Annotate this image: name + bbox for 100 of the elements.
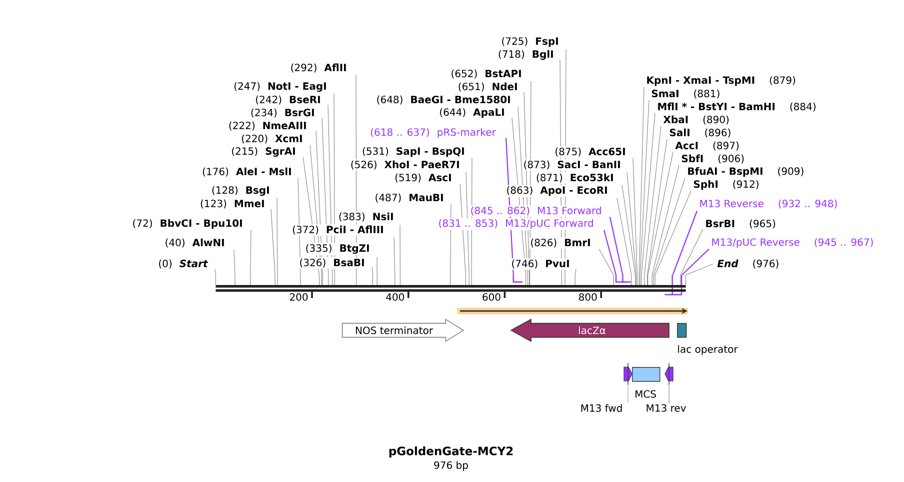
primer-site-label: (618 .. 637) pRS-marker xyxy=(370,128,496,138)
enzyme-site-label: (651) NdeI xyxy=(458,82,517,92)
enzyme-site-label: (128) BsgI xyxy=(212,186,269,196)
leader-line xyxy=(686,264,714,286)
reading-frame-bar xyxy=(457,308,688,314)
enzyme-site-label: (873) SacI - BanII xyxy=(524,160,620,170)
leader-line xyxy=(574,268,576,286)
leader-line xyxy=(644,126,662,286)
enzyme-site-label: SphI (912) xyxy=(694,180,758,190)
enzyme-site-label: (519) AscI xyxy=(395,174,451,182)
leader-line xyxy=(250,230,252,286)
scale-number: 400 xyxy=(386,293,404,301)
primer-site-bracket xyxy=(512,275,522,283)
enzyme-site-label: (531) SapI - BspQI xyxy=(362,147,464,157)
leader-line xyxy=(298,178,301,286)
leader-line xyxy=(638,86,644,286)
leader-line xyxy=(334,92,335,286)
feature-box xyxy=(632,367,660,382)
enzyme-site-label: (383) NsiI xyxy=(339,212,393,222)
leader-line xyxy=(672,210,698,276)
enzyme-site-label: (648) BaeGI - Bme1580I xyxy=(377,96,510,104)
leader-line xyxy=(270,208,276,286)
leader-line xyxy=(598,248,614,286)
primer-marker xyxy=(664,362,674,386)
enzyme-site-label: (372) PciI - AflIII xyxy=(292,226,383,234)
leader-line xyxy=(505,138,514,276)
primer-site-label: M13 Reverse (932 .. 948) xyxy=(700,200,837,208)
enzyme-site-label: (487) MauBI xyxy=(376,194,443,202)
enzyme-site-label: (875) Acc65I xyxy=(556,148,625,156)
leader-line xyxy=(682,248,710,276)
primer-site-label: (831 .. 853) M13/pUC Forward xyxy=(439,219,593,229)
primer-site-label: M13/pUC Reverse (945 .. 967) xyxy=(712,238,873,248)
leader-line xyxy=(622,184,636,286)
leader-line xyxy=(641,112,656,286)
leader-line xyxy=(471,158,472,286)
enzyme-site-label: MflI * - BstYI - BamHI (884) xyxy=(658,102,816,112)
primer-site-bracket xyxy=(671,275,682,296)
sequence-backbone xyxy=(216,285,686,292)
primer-site-label: (845 .. 862) M13 Forward xyxy=(471,206,601,216)
leader-line xyxy=(648,152,674,286)
enzyme-site-label: (863) ApoI - EcoRI xyxy=(507,186,607,196)
enzyme-site-label: (72) BbvCI - Bpu10I xyxy=(133,219,242,229)
enzyme-site-label: (746) PvuI xyxy=(512,260,569,268)
enzyme-site-label: XbaI (890) xyxy=(663,116,729,124)
enzyme-site-label: BfuAI - BspMI (909) xyxy=(688,167,804,177)
scale-number: 800 xyxy=(579,293,597,301)
feature-label: lac operator xyxy=(678,345,738,355)
leader-line xyxy=(310,144,322,286)
leader-line xyxy=(450,204,452,286)
enzyme-site-label: (40) AlwNI xyxy=(166,238,224,248)
enzyme-site-label: (335) BtgZI xyxy=(306,244,369,254)
scale-number: 200 xyxy=(290,293,308,301)
enzyme-site-label: (123) MmeI xyxy=(200,200,264,208)
leader-line xyxy=(518,106,528,286)
enzyme-site-label: (220) XcmI xyxy=(242,134,302,144)
enzyme-site-label: KpnI - XmaI - TspMI (879) xyxy=(647,76,796,86)
enzyme-site-label: (326) BsaBI xyxy=(300,258,364,268)
leader-line xyxy=(276,198,278,286)
sequence-end-label: End (976) xyxy=(717,260,778,268)
feature-label: MCS xyxy=(636,390,656,398)
leader-line xyxy=(654,190,692,286)
leader-line xyxy=(560,60,562,286)
leader-line xyxy=(652,164,680,286)
leader-line xyxy=(512,118,526,286)
leader-line xyxy=(234,250,236,286)
enzyme-site-label: (215) SgrAI xyxy=(232,147,295,157)
leader-line xyxy=(632,158,638,286)
enzyme-site-label: (242) BseRI xyxy=(256,96,320,104)
primer-site-bracket xyxy=(622,275,631,283)
leader-line xyxy=(316,130,323,286)
leader-line xyxy=(356,74,357,286)
leader-line xyxy=(466,172,470,286)
primer-site-bracket xyxy=(664,275,673,296)
leader-line xyxy=(616,198,632,286)
enzyme-site-label: SbfI (906) xyxy=(682,154,744,164)
enzyme-site-label: (222) NmeAIII xyxy=(229,122,306,130)
enzyme-site-label: (644) ApaLI xyxy=(440,108,504,118)
leader-line xyxy=(394,236,396,286)
enzyme-site-label: (234) BsrGI xyxy=(251,108,314,118)
enzyme-site-label: BsrBI (965) xyxy=(706,220,776,228)
leader-line xyxy=(680,228,704,286)
leader-line xyxy=(376,256,378,286)
leader-line xyxy=(530,80,532,286)
scale-number: 600 xyxy=(482,293,500,301)
enzyme-site-label: (292) AflII xyxy=(291,64,346,72)
primer-marker xyxy=(624,362,632,386)
enzyme-site-label: SmaI (881) xyxy=(652,90,720,98)
leader-line xyxy=(647,138,668,286)
leader-line xyxy=(322,118,329,286)
leader-line xyxy=(460,184,466,286)
enzyme-site-label: (725) FspI xyxy=(502,37,558,47)
enzyme-site-label: (247) NotI - EagI xyxy=(234,82,326,92)
feature-label: M13 rev xyxy=(646,404,686,412)
leader-line xyxy=(328,104,333,286)
enzyme-site-label: (652) BstAPI xyxy=(452,70,521,78)
leader-line xyxy=(603,230,617,276)
leader-line xyxy=(668,384,670,404)
enzyme-site-label: (526) XhoI - PaeR7I xyxy=(351,160,459,170)
feature-box xyxy=(677,323,687,338)
enzyme-site-label: SalI (896) xyxy=(670,128,730,138)
